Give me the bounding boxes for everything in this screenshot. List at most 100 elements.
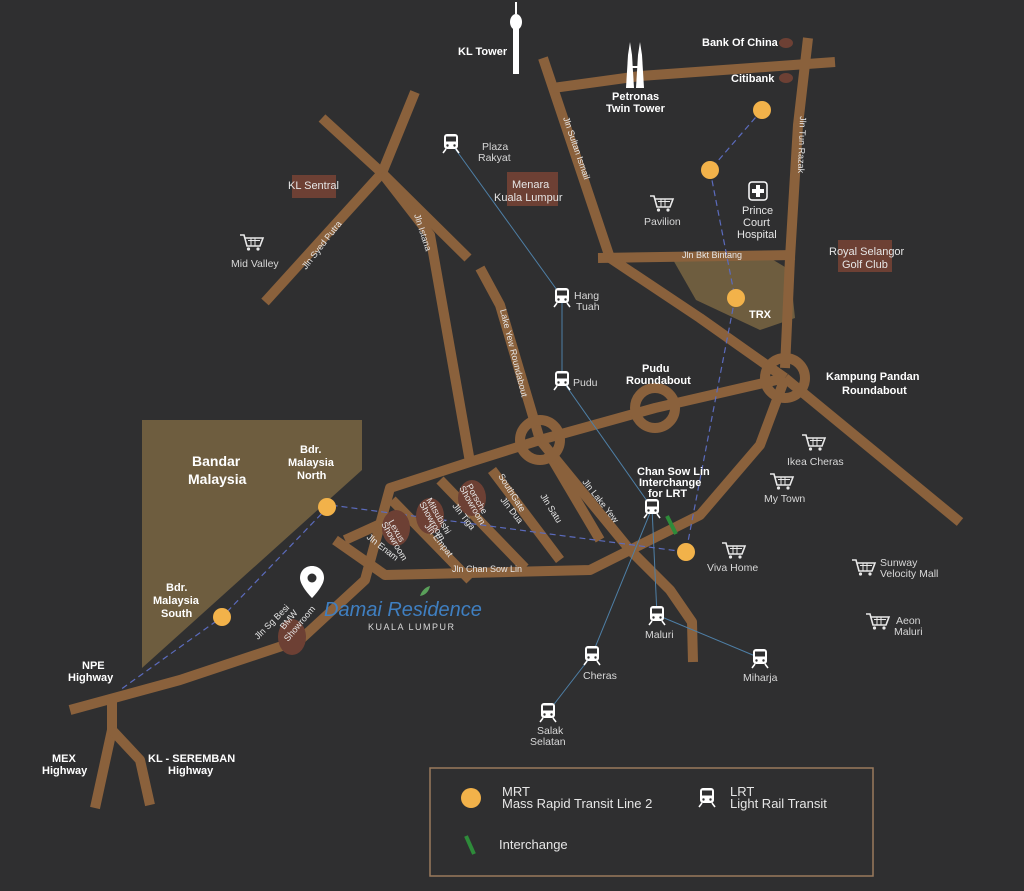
interchange-marker bbox=[665, 515, 678, 535]
chan-sow-lin-label: Chan Sow Lin bbox=[637, 466, 710, 478]
kl-seremban-label: KL - SEREMBAN bbox=[148, 753, 235, 765]
bandar-malaysia-label-2: Malaysia bbox=[188, 471, 247, 487]
shopping-cart-icon[interactable] bbox=[649, 195, 674, 213]
kampung-pandan-label-2: Roundabout bbox=[842, 385, 907, 397]
bdr-south-label: Bdr. bbox=[166, 582, 187, 594]
legend-lrt-title: LRT bbox=[730, 784, 754, 799]
map-pin-icon[interactable] bbox=[300, 566, 324, 598]
aeon-label-2: Maluri bbox=[894, 626, 923, 638]
kampung-pandan-roundabout bbox=[760, 353, 810, 403]
shopping-cart-icon[interactable] bbox=[865, 613, 890, 631]
my-town-label: My Town bbox=[764, 493, 805, 505]
jln-chan-sow-lin-label: Jln Chan Sow Lin bbox=[452, 564, 522, 574]
mrt-stations bbox=[213, 101, 771, 626]
kampung-pandan-label: Kampung Pandan bbox=[826, 371, 920, 383]
train-icon[interactable] bbox=[583, 645, 601, 666]
train-icon[interactable] bbox=[539, 702, 557, 723]
prince-court-label-3: Hospital bbox=[737, 229, 777, 241]
prince-court-label-2: Court bbox=[743, 217, 770, 229]
ikea-label: Ikea Cheras bbox=[787, 456, 844, 468]
lrt-lines bbox=[450, 142, 761, 713]
hospital-cross-icon bbox=[748, 181, 768, 201]
maluri-label: Maluri bbox=[645, 629, 674, 641]
shopping-cart-icon[interactable] bbox=[801, 434, 826, 452]
brand-name: Damai Residence bbox=[324, 599, 482, 621]
cheras-label: Cheras bbox=[583, 670, 617, 682]
salak-label: Salak bbox=[537, 725, 564, 737]
legend-mrt-desc: Mass Rapid Transit Line 2 bbox=[502, 796, 652, 811]
mrt-station[interactable] bbox=[701, 161, 719, 179]
train-icon[interactable] bbox=[553, 370, 571, 391]
chan-sow-lin-label-3: for LRT bbox=[648, 488, 687, 500]
royal-selangor-box bbox=[838, 240, 892, 272]
bdr-north-label-2: Malaysia bbox=[288, 457, 335, 469]
royal-selangor-label: Royal Selangor bbox=[829, 246, 905, 258]
jln-satu-label: Jln Satu bbox=[538, 492, 564, 525]
kl-sentral-label: KL Sentral bbox=[288, 180, 339, 192]
salak-label-2: Selatan bbox=[530, 736, 566, 748]
npe-label-2: Highway bbox=[68, 672, 114, 684]
sunway-label: Sunway bbox=[880, 557, 918, 569]
citibank-marker bbox=[779, 73, 793, 83]
bandar-malaysia-label: Bandar bbox=[192, 453, 241, 469]
mex-label: MEX bbox=[52, 753, 77, 765]
kl-tower-label: KL Tower bbox=[458, 46, 508, 58]
pudu-roundabout-label: Pudu bbox=[642, 363, 670, 375]
npe-label: NPE bbox=[82, 660, 105, 672]
jln-syed-putra-label: Jln Syed Putra bbox=[300, 219, 344, 271]
prince-court-label: Prince bbox=[742, 205, 773, 217]
hang-tuah-label: Hang bbox=[574, 290, 599, 302]
train-icon[interactable] bbox=[648, 605, 666, 626]
legend-box bbox=[429, 767, 874, 877]
chan-sow-lin-label-2: Interchange bbox=[639, 477, 701, 489]
kl-seremban-label-2: Highway bbox=[168, 765, 214, 777]
mid-valley-label: Mid Valley bbox=[231, 258, 279, 270]
pavilion-label: Pavilion bbox=[644, 216, 681, 228]
kl-sentral-box bbox=[292, 175, 336, 198]
royal-selangor-label-2: Golf Club bbox=[842, 259, 888, 271]
mrt-station-bdr-south[interactable] bbox=[213, 608, 231, 626]
pudu-label: Pudu bbox=[573, 377, 598, 389]
train-icon[interactable] bbox=[442, 133, 460, 154]
train-icon[interactable] bbox=[751, 648, 769, 669]
mex-label-2: Highway bbox=[42, 765, 88, 777]
bdr-south-label-2: Malaysia bbox=[153, 595, 200, 607]
sunway-label-2: Velocity Mall bbox=[880, 568, 938, 580]
lexus-showroom-marker bbox=[382, 510, 410, 546]
bandar-malaysia-area bbox=[142, 420, 362, 668]
viva-home-label: Viva Home bbox=[707, 562, 758, 574]
hang-tuah-label-2: Tuah bbox=[576, 301, 600, 313]
legend-interchange-marker bbox=[464, 835, 476, 855]
legend-lrt-desc: Light Rail Transit bbox=[730, 796, 827, 811]
shopping-cart-icon[interactable] bbox=[769, 473, 794, 491]
mitsubishi-showroom-marker bbox=[416, 498, 444, 534]
legend-train-icon bbox=[698, 787, 716, 808]
lake-yew-roundabout bbox=[515, 415, 565, 465]
bdr-south-label-3: South bbox=[161, 608, 192, 620]
legend-interchange-label: Interchange bbox=[499, 837, 568, 852]
bdr-north-label: Bdr. bbox=[300, 444, 321, 456]
leaf-icon bbox=[420, 586, 430, 596]
trx-label: TRX bbox=[749, 309, 772, 321]
jln-tun-razak-label: Jln Tun Razak bbox=[796, 116, 808, 174]
mrt-station[interactable] bbox=[677, 543, 695, 561]
menara-label: Menara bbox=[512, 179, 550, 191]
bmw-showroom-marker bbox=[278, 619, 306, 655]
mrt-station[interactable] bbox=[753, 101, 771, 119]
plaza-rakyat-label: Plaza bbox=[482, 141, 508, 153]
brand-city: KUALA LUMPUR bbox=[368, 622, 456, 632]
mrt-station-bdr-north[interactable] bbox=[318, 498, 336, 516]
shopping-cart-icon[interactable] bbox=[239, 234, 264, 252]
porsche-showroom-marker bbox=[458, 480, 486, 516]
mrt-station-trx[interactable] bbox=[727, 289, 745, 307]
petronas-label: Petronas bbox=[612, 91, 659, 103]
pudu-roundabout bbox=[630, 383, 680, 433]
kl-tower-icon bbox=[510, 2, 522, 74]
shopping-cart-icon[interactable] bbox=[721, 542, 746, 560]
petronas-label-2: Twin Tower bbox=[606, 103, 666, 115]
bank-of-china-marker bbox=[779, 38, 793, 48]
menara-box bbox=[507, 172, 558, 206]
shopping-cart-icon[interactable] bbox=[851, 559, 876, 577]
miharja-label: Miharja bbox=[743, 672, 778, 684]
